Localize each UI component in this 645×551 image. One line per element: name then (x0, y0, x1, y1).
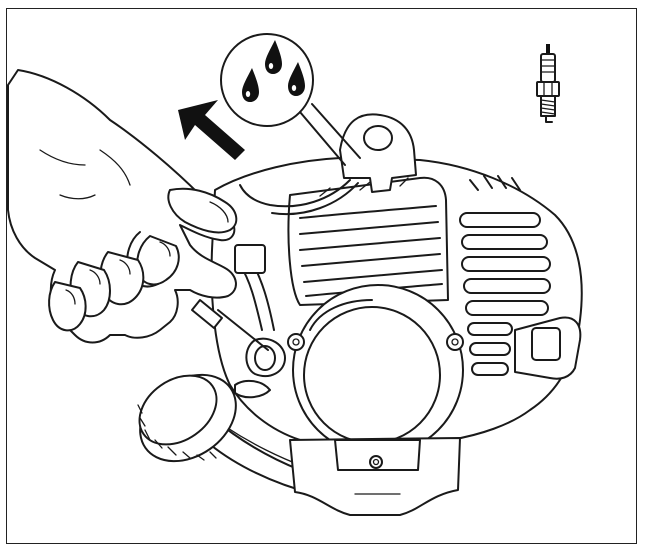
cooling-vents (459, 175, 551, 376)
arrow-up-left-icon (178, 100, 245, 160)
bottom-bracket (289, 437, 461, 516)
side-latch (514, 316, 582, 380)
fuel-drops-icon (220, 33, 361, 166)
fuel-cap (137, 373, 237, 463)
fuel-line (191, 244, 286, 399)
recoil-starter (287, 284, 464, 456)
spark-plug-boot (239, 113, 417, 215)
hand (7, 69, 238, 344)
cylinder-fins (287, 176, 449, 306)
spark-plug-icon (536, 44, 560, 123)
